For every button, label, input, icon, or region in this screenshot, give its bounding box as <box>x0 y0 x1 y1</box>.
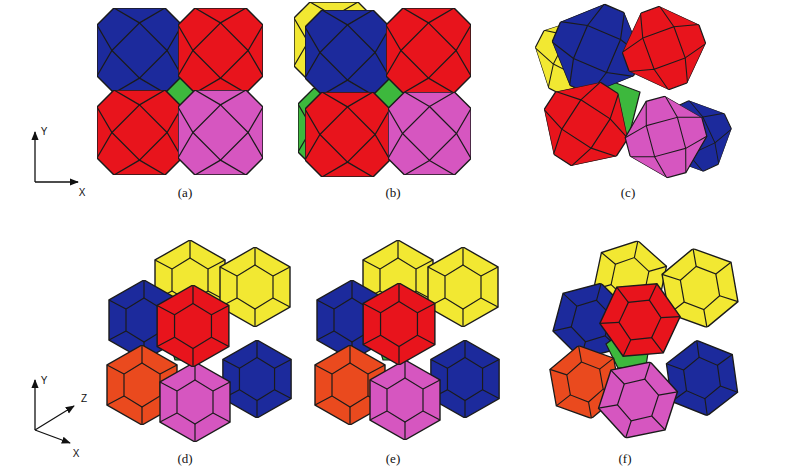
panel-label: (b) <box>385 186 400 199</box>
red-cell <box>178 8 263 93</box>
pink-cell <box>370 360 440 440</box>
blue-cell <box>223 340 291 418</box>
cell-cluster <box>315 240 499 440</box>
pink-cell <box>618 89 714 185</box>
red-cell <box>591 269 688 371</box>
cell-cluster <box>97 8 263 175</box>
pink-cell <box>592 351 683 449</box>
cell-cluster <box>531 0 736 185</box>
blue-cell <box>305 10 390 95</box>
axis-arrows <box>35 132 78 182</box>
panel-label: (f) <box>619 452 632 465</box>
yellow-cell <box>220 247 290 327</box>
blue-cell <box>97 8 182 93</box>
cell-cluster <box>294 2 471 177</box>
red-cell <box>97 90 182 175</box>
axis-arrows <box>35 380 74 443</box>
panel-label: (e) <box>386 452 400 465</box>
cell-cluster <box>107 240 291 442</box>
red-cell <box>157 285 229 367</box>
panel-label: (d) <box>177 452 192 465</box>
yellow-cell <box>428 247 498 327</box>
axis-label: Y <box>41 376 48 386</box>
axis-label: X <box>79 188 86 198</box>
red-cell <box>616 0 712 96</box>
panel-label: (a) <box>178 186 192 199</box>
axis-label: X <box>73 449 80 459</box>
pink-cell <box>178 90 263 175</box>
red-cell <box>386 8 471 93</box>
axis-label: Y <box>41 127 48 137</box>
red-cell <box>363 283 435 365</box>
pink-cell <box>160 362 230 442</box>
axis-label: Z <box>81 394 87 404</box>
cell-cluster <box>547 234 742 449</box>
pink-cell <box>388 92 471 175</box>
red-cell <box>305 92 390 177</box>
panel-label: (c) <box>621 186 635 199</box>
blue-cell <box>664 336 740 421</box>
blue-cell <box>431 340 499 418</box>
red-cell <box>541 79 631 169</box>
